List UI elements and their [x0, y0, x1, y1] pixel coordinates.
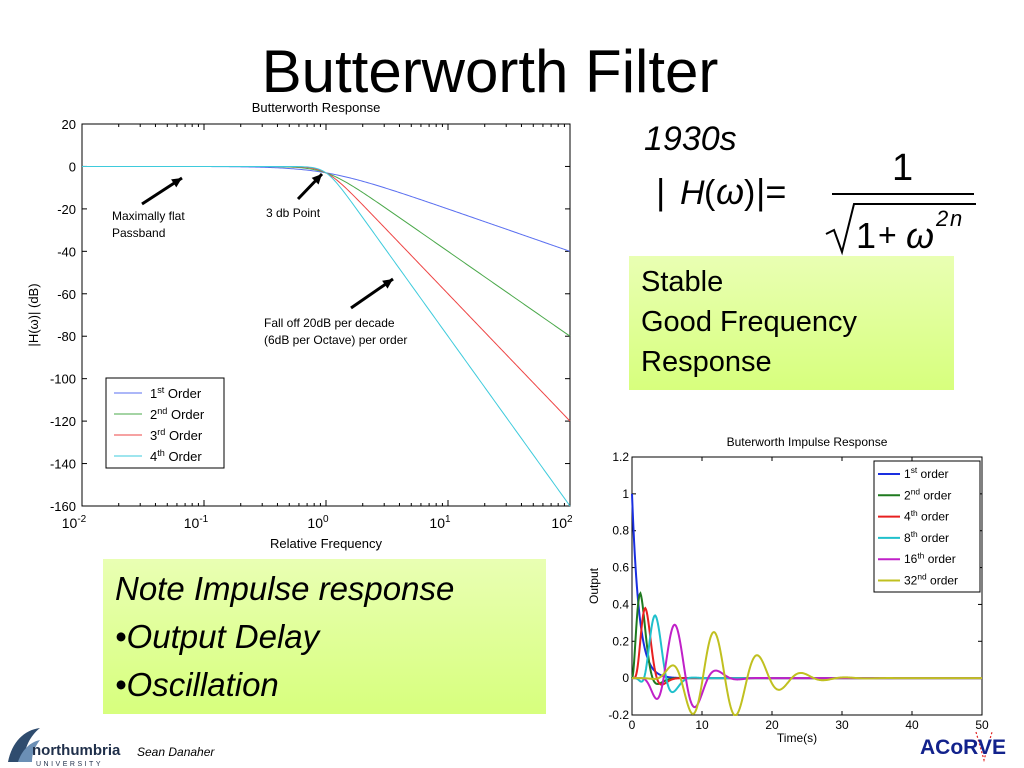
formula-paren-close: ) — [744, 174, 755, 212]
x-tick-label: 50 — [975, 718, 989, 732]
y-tick-label: -120 — [50, 414, 76, 429]
legend-label: 32nd order — [904, 572, 958, 588]
legend-label: 3rd Order — [150, 427, 203, 443]
annotation-text: 3 db Point — [266, 206, 321, 220]
x-tick-label: 10-2 — [62, 514, 87, 531]
y-tick-label: 0 — [69, 159, 76, 174]
formula-exp-n: n — [950, 206, 962, 231]
x-axis-label: Relative Frequency — [270, 536, 382, 551]
x-tick-label: 40 — [905, 718, 919, 732]
y-tick-label: -140 — [50, 457, 76, 472]
slide-title: Butterworth Filter — [261, 38, 719, 105]
y-tick-label: 0.6 — [612, 561, 629, 575]
formula-h: H — [680, 174, 705, 212]
note-line: Note Impulse response — [115, 570, 455, 607]
y-tick-label: 20 — [62, 117, 76, 132]
note-line: •Oscillation — [115, 666, 279, 703]
x-tick-label: 10 — [695, 718, 709, 732]
property-line: Stable — [641, 266, 724, 298]
formula-bar-open: | — [656, 171, 665, 212]
logo-text: northumbria — [32, 742, 121, 759]
property-line: Response — [641, 346, 772, 378]
legend-label: 2nd order — [904, 487, 951, 503]
y-tick-label: 0.4 — [612, 597, 629, 611]
x-axis-label: Time(s) — [777, 731, 817, 745]
annotation-text: Passband — [112, 226, 165, 240]
legend-label: 4th Order — [150, 448, 202, 464]
x-tick-label: 30 — [835, 718, 849, 732]
author-name: Sean Danaher — [137, 745, 215, 759]
acorve-text: ACoRVE — [920, 736, 1006, 759]
chart-title: Buterworth Impulse Response — [727, 435, 888, 449]
x-tick-label: 102 — [551, 514, 573, 531]
acorve-logo: ACoRVE — [920, 731, 1006, 763]
y-tick-label: 0.2 — [612, 634, 629, 648]
northumbria-logo: northumbria UNIVERSITY — [8, 728, 121, 768]
y-tick-label: -40 — [57, 244, 76, 259]
formula-sqrt — [825, 203, 976, 256]
legend-label: 16th order — [904, 550, 956, 566]
formula-exp-two: 2 — [935, 206, 948, 231]
y-tick-label: 1 — [622, 487, 629, 501]
legend-label: 1st Order — [150, 385, 202, 401]
logo-mark-icon — [8, 728, 40, 762]
y-tick-label: -20 — [57, 202, 76, 217]
property-line: Good Frequency — [641, 306, 858, 338]
annotation-text: Maximally flat — [112, 209, 185, 223]
x-tick-label: 10-1 — [184, 514, 209, 531]
formula-paren-open: ( — [704, 174, 716, 212]
legend-label: 8th order — [904, 529, 949, 545]
note-box: Note Impulse response •Output Delay •Osc… — [103, 559, 546, 714]
formula-den-omega: ω — [906, 215, 934, 256]
y-axis-label: |H(ω)| (dB) — [26, 283, 41, 346]
formula-omega: ω — [716, 171, 744, 212]
y-tick-label: 0 — [622, 671, 629, 685]
annotation-text: Fall off 20dB per decade — [264, 316, 395, 330]
y-tick-label: -0.2 — [608, 708, 629, 722]
properties-box: Stable Good Frequency Response — [629, 256, 954, 390]
series-line-order-4 — [82, 165, 571, 507]
legend-label: 1st order — [904, 465, 949, 481]
series-line-order-32 — [632, 631, 982, 716]
y-tick-label: 0.8 — [612, 524, 629, 538]
transfer-function-formula: | H ( ω ) |= 1 1 + ω 2 n — [656, 147, 976, 256]
annotation-arrow-head — [382, 279, 393, 289]
x-tick-label: 20 — [765, 718, 779, 732]
year-label: 1930s — [644, 120, 737, 158]
note-line: •Output Delay — [115, 618, 320, 655]
x-tick-label: 101 — [429, 514, 451, 531]
x-tick-label: 0 — [629, 718, 636, 732]
formula-den-plus: + — [878, 217, 897, 253]
formula-numerator: 1 — [892, 147, 913, 189]
chart-title: Butterworth Response — [252, 100, 381, 115]
y-tick-label: -100 — [50, 372, 76, 387]
y-tick-label: -160 — [50, 499, 76, 514]
legend-label: 4th order — [904, 508, 949, 524]
legend-box — [873, 460, 981, 593]
y-tick-label: -60 — [57, 287, 76, 302]
logo-mark-accent-icon — [18, 740, 40, 762]
x-tick-label: 100 — [307, 514, 329, 531]
acorve-v-outline-icon — [975, 731, 993, 763]
annotation-arrow-head — [311, 174, 322, 185]
y-axis-label: Output — [587, 567, 601, 604]
y-tick-label: -80 — [57, 329, 76, 344]
y-tick-label: 1.2 — [612, 450, 629, 464]
annotation-arrow-head — [171, 178, 182, 188]
legend-label: 2nd Order — [150, 406, 205, 422]
formula-den-one: 1 — [856, 215, 876, 256]
annotation-text: (6dB per Octave) per order — [264, 333, 407, 347]
formula-bar-close: |= — [756, 171, 786, 212]
logo-subtext: UNIVERSITY — [36, 761, 103, 768]
